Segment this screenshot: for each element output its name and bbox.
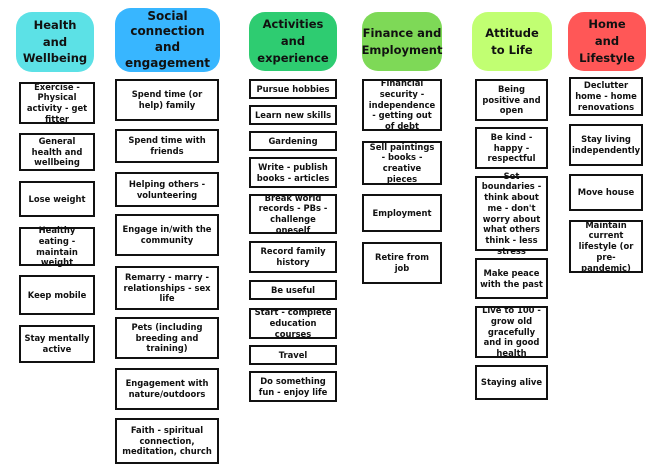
card: Be useful: [249, 280, 337, 300]
card: Do something fun - enjoy life: [249, 371, 337, 402]
card: Pursue hobbies: [249, 79, 337, 99]
card: Staying alive: [475, 365, 548, 400]
column-header-social-connection: Social connection and engagement: [115, 8, 220, 72]
card: Gardening: [249, 131, 337, 151]
card: Sell paintings - books - creative pieces: [362, 141, 442, 185]
card: Healthy eating - maintain weight: [19, 225, 95, 267]
card: Record family history: [249, 241, 337, 273]
column-header-health-wellbeing: Health and Wellbeing: [16, 12, 94, 72]
column-header-finance-employment: Finance and Employment: [362, 12, 442, 71]
card: Start - complete education courses: [249, 307, 337, 339]
column-header-attitude-to-life: Attitude to Life: [472, 12, 552, 71]
card: Stay mentally active: [19, 325, 95, 363]
card: Employment: [362, 194, 442, 232]
card: Break world records - PBs - challenge on…: [249, 193, 337, 235]
column-header-home-lifestyle: Home and Lifestyle: [568, 12, 646, 71]
card: General health and wellbeing: [19, 133, 95, 171]
card: Stay living independently: [569, 124, 643, 166]
card: Be kind - happy - respectful: [475, 127, 548, 169]
card: Financial security - independence - gett…: [362, 78, 442, 131]
card: Declutter home - home renovations: [569, 77, 643, 116]
card: Engagement with nature/outdoors: [115, 368, 219, 410]
card: Retire from job: [362, 242, 442, 284]
card: Engage in/with the community: [115, 214, 219, 256]
card: Lose weight: [19, 181, 95, 217]
card: Live to 100 - grow old gracefully and in…: [475, 305, 548, 358]
card: Learn new skills: [249, 105, 337, 125]
card: Faith - spiritual connection, meditation…: [115, 418, 219, 464]
card: Travel: [249, 345, 337, 365]
card: Spend time (or help) family: [115, 79, 219, 121]
card: Pets (including breeding and training): [115, 317, 219, 359]
card: Spend time with friends: [115, 129, 219, 163]
card: Keep mobile: [19, 275, 95, 315]
card: Set boundaries - think about me - don't …: [475, 171, 548, 256]
card: Remarry - marry - relationships - sex li…: [115, 266, 219, 310]
card: Being positive and open: [475, 79, 548, 121]
card: Exercise - Physical activity - get fitte…: [19, 82, 95, 124]
column-header-activities-experience: Activities and experience: [249, 12, 337, 71]
card: Make peace with the past: [475, 258, 548, 299]
card: Write - publish books - articles: [249, 157, 337, 188]
card: Move house: [569, 174, 643, 211]
card: Maintain current lifestyle (or pre-pande…: [569, 220, 643, 273]
card: Helping others - volunteering: [115, 172, 219, 207]
